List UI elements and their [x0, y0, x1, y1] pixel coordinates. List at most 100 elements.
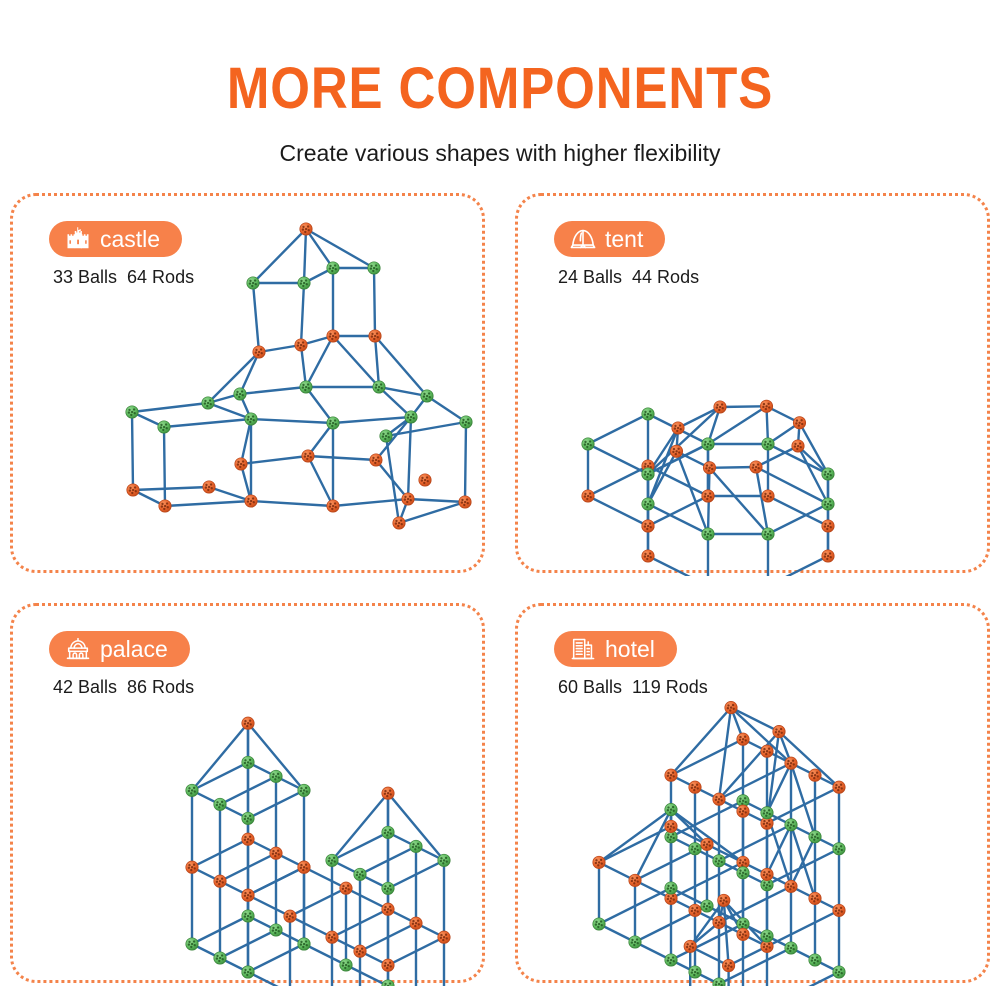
connector-hole [743, 797, 747, 800]
ball-connector-green [701, 527, 715, 541]
connector-hole [643, 413, 647, 416]
connector-hole [274, 931, 277, 935]
connector-hole [649, 466, 652, 469]
connector-hole [823, 555, 827, 558]
rod [330, 859, 362, 876]
connector-hole [765, 934, 769, 938]
connector-hole [440, 857, 443, 860]
ball-connector-green [701, 437, 715, 451]
badge-castle[interactable]: castle [49, 221, 183, 257]
connector-hole [276, 926, 280, 929]
connector-hole [238, 392, 242, 396]
connector-hole [330, 862, 333, 865]
connector-hole [243, 894, 247, 897]
connector-hole [248, 912, 252, 915]
connector-hole [246, 894, 250, 897]
connector-hole [403, 498, 407, 501]
rod [646, 450, 678, 506]
connector-hole [707, 902, 711, 905]
connector-hole [276, 772, 280, 776]
rod [218, 775, 278, 806]
rod [705, 843, 745, 864]
connector-hole [768, 530, 772, 533]
connector-hole [705, 467, 708, 470]
connector-hole [666, 897, 670, 901]
connector-hole [373, 337, 376, 341]
connector-hole [795, 419, 799, 422]
connector-hole [272, 849, 275, 853]
connector-hole [271, 852, 275, 855]
connector-hole [461, 421, 465, 424]
rod [586, 464, 650, 498]
connector-hole [383, 964, 387, 967]
connector-hole [463, 500, 467, 504]
connector-hole [386, 887, 390, 890]
ball-connector-orange [353, 944, 367, 958]
connector-hole [696, 787, 699, 790]
connector-hole [243, 817, 247, 821]
connector-hole [386, 890, 389, 893]
connector-hole [302, 792, 305, 795]
connector-hole [249, 839, 252, 842]
rod [765, 934, 793, 950]
connector-hole [693, 973, 696, 977]
rod [239, 417, 253, 466]
connector-hole [744, 800, 747, 804]
connector-hole [630, 879, 634, 883]
badge-palace[interactable]: palace [49, 631, 190, 667]
connector-hole [246, 500, 250, 503]
ball-connector-orange [701, 489, 715, 503]
rod [331, 334, 381, 389]
badge-hotel[interactable]: hotel [554, 631, 677, 667]
connector-hole [710, 464, 713, 467]
connector-hole [192, 863, 196, 866]
connector-hole [360, 870, 364, 874]
connector-hole [423, 481, 426, 485]
connector-hole [695, 906, 699, 910]
rod [688, 945, 730, 967]
connector-hole [246, 917, 249, 921]
connector-hole [299, 943, 303, 946]
rod [131, 485, 211, 492]
rod [218, 956, 250, 974]
connector-hole [767, 819, 771, 822]
connector-hole [331, 337, 334, 341]
badge-tent[interactable]: tent [554, 221, 666, 257]
connector-hole [208, 399, 212, 402]
connector-hole [407, 413, 410, 417]
rod [766, 494, 830, 528]
rod [669, 835, 697, 851]
connector-hole [837, 973, 840, 977]
connector-hole [249, 972, 252, 975]
connector-hole [374, 386, 378, 389]
rod [249, 417, 335, 425]
rod [218, 803, 250, 820]
connector-hole [744, 934, 747, 937]
connector-hole [837, 788, 840, 792]
ball-connector-orange [339, 881, 353, 895]
ball-connector-orange [244, 494, 258, 508]
connector-hole [299, 346, 302, 350]
connector-hole [355, 873, 359, 877]
ball-connector-green [381, 881, 395, 895]
connector-hole [649, 474, 652, 477]
rod [722, 899, 769, 948]
ball-connector-green [233, 387, 247, 401]
connector-hole [671, 956, 675, 959]
connector-hole [673, 427, 677, 430]
connector-hole [666, 836, 670, 839]
connector-hole [302, 866, 306, 869]
connector-hole [646, 502, 650, 506]
ball-connector-green [125, 405, 139, 419]
connector-hole [811, 771, 814, 775]
connector-hole [826, 502, 830, 506]
connector-hole [309, 456, 312, 459]
connector-hole [767, 881, 771, 884]
connector-hole [220, 800, 224, 804]
connector-hole [672, 450, 675, 454]
connector-hole [777, 733, 780, 736]
connector-hole [299, 789, 303, 793]
ball-connector-orange [381, 958, 395, 972]
connector-hole [286, 912, 289, 916]
connector-hole [589, 496, 592, 499]
